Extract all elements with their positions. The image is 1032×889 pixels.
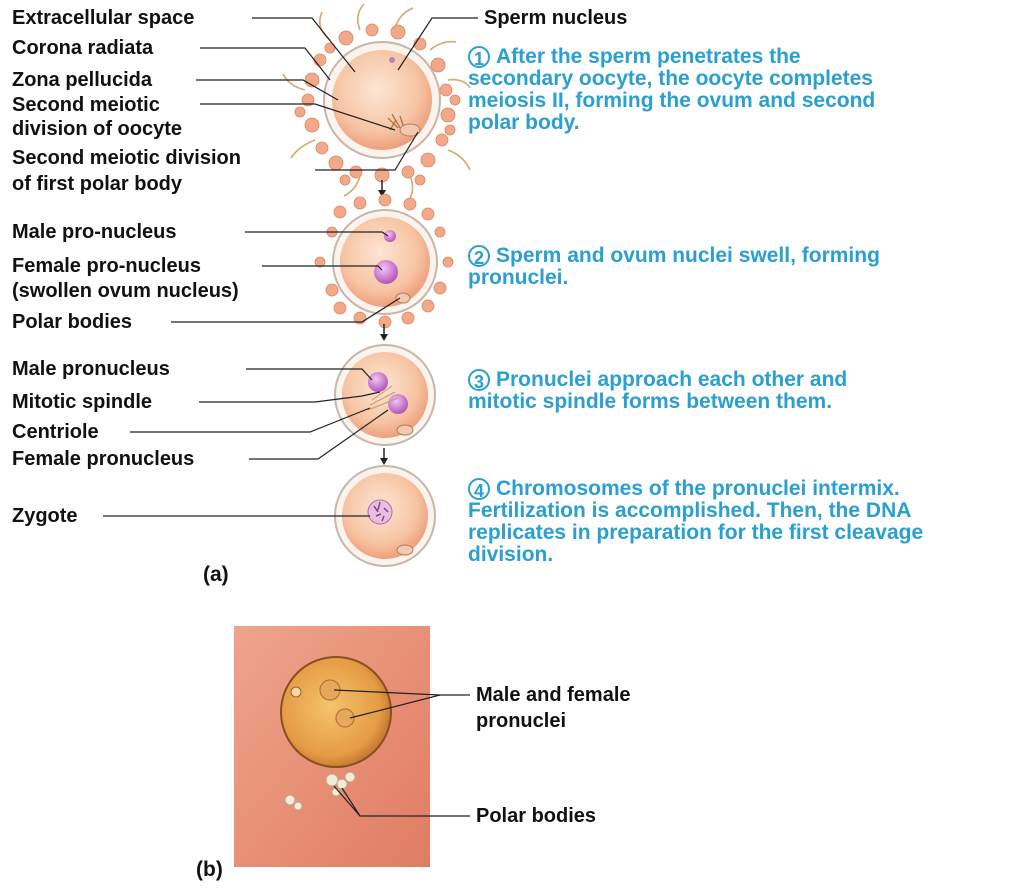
label-zygote: Zygote (12, 505, 78, 527)
step-2-line-2: pronuclei. (468, 267, 880, 289)
label-zona-pellucida: Zona pellucida (12, 69, 152, 91)
label-pronuclei-1: Male and female (476, 684, 631, 706)
label-male-pronucleus: Male pronucleus (12, 358, 170, 380)
step-4-line-3: replicates in preparation for the first … (468, 522, 923, 544)
label-second-meiotic-polar-1: Second meiotic division (12, 147, 241, 169)
step-4-line-1: Chromosomes of the pronuclei intermix. (496, 477, 900, 500)
label-centriole: Centriole (12, 421, 99, 443)
step-number-4: 4 (468, 478, 490, 500)
label-polar-bodies-a: Polar bodies (12, 311, 132, 333)
step-number-3: 3 (468, 369, 490, 391)
label-second-meiotic-oocyte-1: Second meiotic (12, 94, 160, 116)
step-1-line-1: After the sperm penetrates the (496, 45, 801, 68)
micrograph (234, 626, 430, 867)
label-sperm-nucleus: Sperm nucleus (484, 7, 627, 29)
step-4-line-4: division. (468, 544, 923, 566)
step-1-line-4: polar body. (468, 112, 875, 134)
step-2: 2 Sperm and ovum nuclei swell, forming pr… (468, 245, 880, 289)
step-3-line-2: mitotic spindle forms between them. (468, 391, 847, 413)
cell-stage-3 (335, 345, 435, 445)
cell-stage-1 (283, 4, 470, 202)
step-3: 3 Pronuclei approach each other and mitot… (468, 369, 847, 413)
panel-label-a: (a) (203, 563, 229, 587)
label-corona-radiata: Corona radiata (12, 37, 153, 59)
step-number-1: 1 (468, 46, 490, 68)
panel-label-b: (b) (196, 858, 223, 882)
step-2-line-1: Sperm and ovum nuclei swell, forming (496, 244, 880, 267)
label-mitotic-spindle: Mitotic spindle (12, 391, 152, 413)
step-number-2: 2 (468, 245, 490, 267)
label-female-pro-nucleus: Female pro-nucleus (12, 255, 201, 277)
label-polar-bodies-b: Polar bodies (476, 805, 596, 827)
label-pronuclei-2: pronuclei (476, 710, 566, 732)
label-extracellular-space: Extracellular space (12, 7, 194, 29)
label-female-pronucleus: Female pronucleus (12, 448, 194, 470)
label-second-meiotic-oocyte-2: division of oocyte (12, 118, 182, 140)
step-1-line-2: secondary oocyte, the oocyte completes (468, 68, 875, 90)
step-4-line-2: Fertilization is accomplished. Then, the… (468, 500, 923, 522)
step-1: 1 After the sperm penetrates the secondar… (468, 46, 875, 134)
step-1-line-3: meiosis II, forming the ovum and second (468, 90, 875, 112)
arrow-3 (380, 448, 388, 465)
label-second-meiotic-polar-2: of first polar body (12, 173, 182, 195)
label-swollen-ovum-nucleus: (swollen ovum nucleus) (12, 280, 239, 302)
label-male-pro-nucleus: Male pro-nucleus (12, 221, 176, 243)
step-3-line-1: Pronuclei approach each other and (496, 368, 847, 391)
